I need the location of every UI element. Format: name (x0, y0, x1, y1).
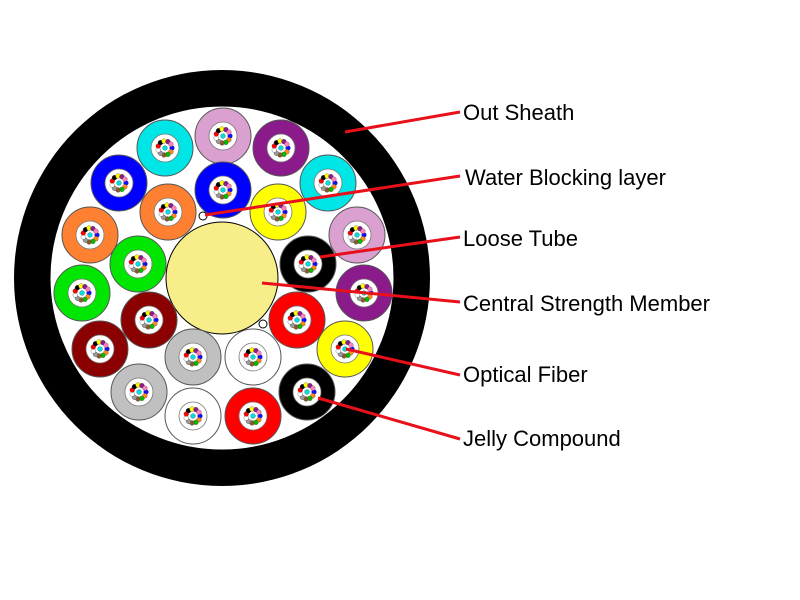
optical-fiber (171, 205, 177, 211)
optical-fiber (348, 342, 354, 348)
label-loose-tube: Loose Tube (463, 226, 578, 251)
loose-tube (61, 206, 119, 264)
optical-fiber (278, 145, 284, 151)
optical-fiber (281, 205, 287, 211)
label-optical-fiber: Optical Fiber (463, 362, 588, 387)
optical-fiber (275, 209, 281, 215)
loose-tube (279, 235, 337, 293)
optical-fiber (116, 180, 122, 186)
optical-fiber (85, 286, 91, 292)
leader-lines (204, 110, 461, 441)
optical-fiber (311, 257, 317, 263)
leader-line-loose-tube (319, 235, 461, 259)
loose-tubes-layer (53, 107, 393, 445)
optical-fiber (226, 129, 232, 135)
loose-tube (224, 387, 282, 445)
leader-line-optical-fiber (345, 347, 461, 377)
loose-tube (299, 154, 357, 212)
optical-fiber (367, 286, 373, 292)
optical-fiber (190, 413, 196, 419)
optical-fiber (310, 385, 316, 391)
optical-fiber (354, 232, 360, 238)
water-blocking-dot (258, 319, 268, 329)
label-central-strength-member: Central Strength Member (463, 291, 710, 316)
optical-fiber (331, 176, 337, 182)
optical-fiber (93, 228, 99, 234)
optical-fiber (256, 409, 262, 415)
optical-fiber (103, 342, 109, 348)
optical-fiber (135, 261, 141, 267)
loose-tube (194, 107, 252, 165)
optical-fiber (79, 290, 85, 296)
optical-fiber (122, 176, 128, 182)
optical-fiber (136, 389, 142, 395)
loose-tube (278, 363, 336, 421)
optical-fiber (220, 187, 226, 193)
optical-fiber (190, 354, 196, 360)
loose-tube (249, 183, 307, 241)
label-jelly-compound: Jelly Compound (463, 426, 621, 451)
leader-line-jelly-compound (317, 396, 461, 441)
optical-fiber (152, 313, 158, 319)
optical-fiber (165, 209, 171, 215)
optical-fiber (168, 141, 174, 147)
loose-tube (90, 154, 148, 212)
label-water-blocking-layer: Water Blocking layer (465, 165, 666, 190)
loose-tube (110, 363, 168, 421)
optical-fiber (220, 133, 226, 139)
optical-fiber (141, 257, 147, 263)
loose-tube (224, 328, 282, 386)
loose-tube (120, 291, 178, 349)
optical-fiber (300, 313, 306, 319)
loose-tube (136, 119, 194, 177)
optical-fiber (226, 183, 232, 189)
optical-fiber (250, 413, 256, 419)
loose-tube (164, 387, 222, 445)
leader-line-out-sheath (344, 110, 461, 134)
optical-fiber (284, 141, 290, 147)
optical-fiber (196, 350, 202, 356)
optical-fiber (97, 346, 103, 352)
optical-fiber (146, 317, 152, 323)
loose-tube (109, 235, 167, 293)
optical-fiber (325, 180, 331, 186)
leader-line-central-strength (261, 281, 461, 304)
loose-tube (268, 291, 326, 349)
loose-tube (71, 320, 129, 378)
optical-fiber (256, 350, 262, 356)
optical-fiber (196, 409, 202, 415)
optical-fiber (294, 317, 300, 323)
loose-tube (139, 183, 197, 241)
loose-tube (53, 264, 111, 322)
loose-tube (194, 161, 252, 219)
optical-fiber (360, 228, 366, 234)
optical-fiber (305, 261, 311, 267)
optical-fiber (250, 354, 256, 360)
optical-fiber (142, 385, 148, 391)
optical-fiber (87, 232, 93, 238)
loose-tube (252, 119, 310, 177)
optical-fiber (304, 389, 310, 395)
label-out-sheath: Out Sheath (463, 100, 574, 125)
leader-line-water-blocking (204, 174, 461, 217)
loose-tube (164, 328, 222, 386)
loose-tube (316, 320, 374, 378)
optical-fiber (162, 145, 168, 151)
central-strength-member (165, 221, 279, 335)
